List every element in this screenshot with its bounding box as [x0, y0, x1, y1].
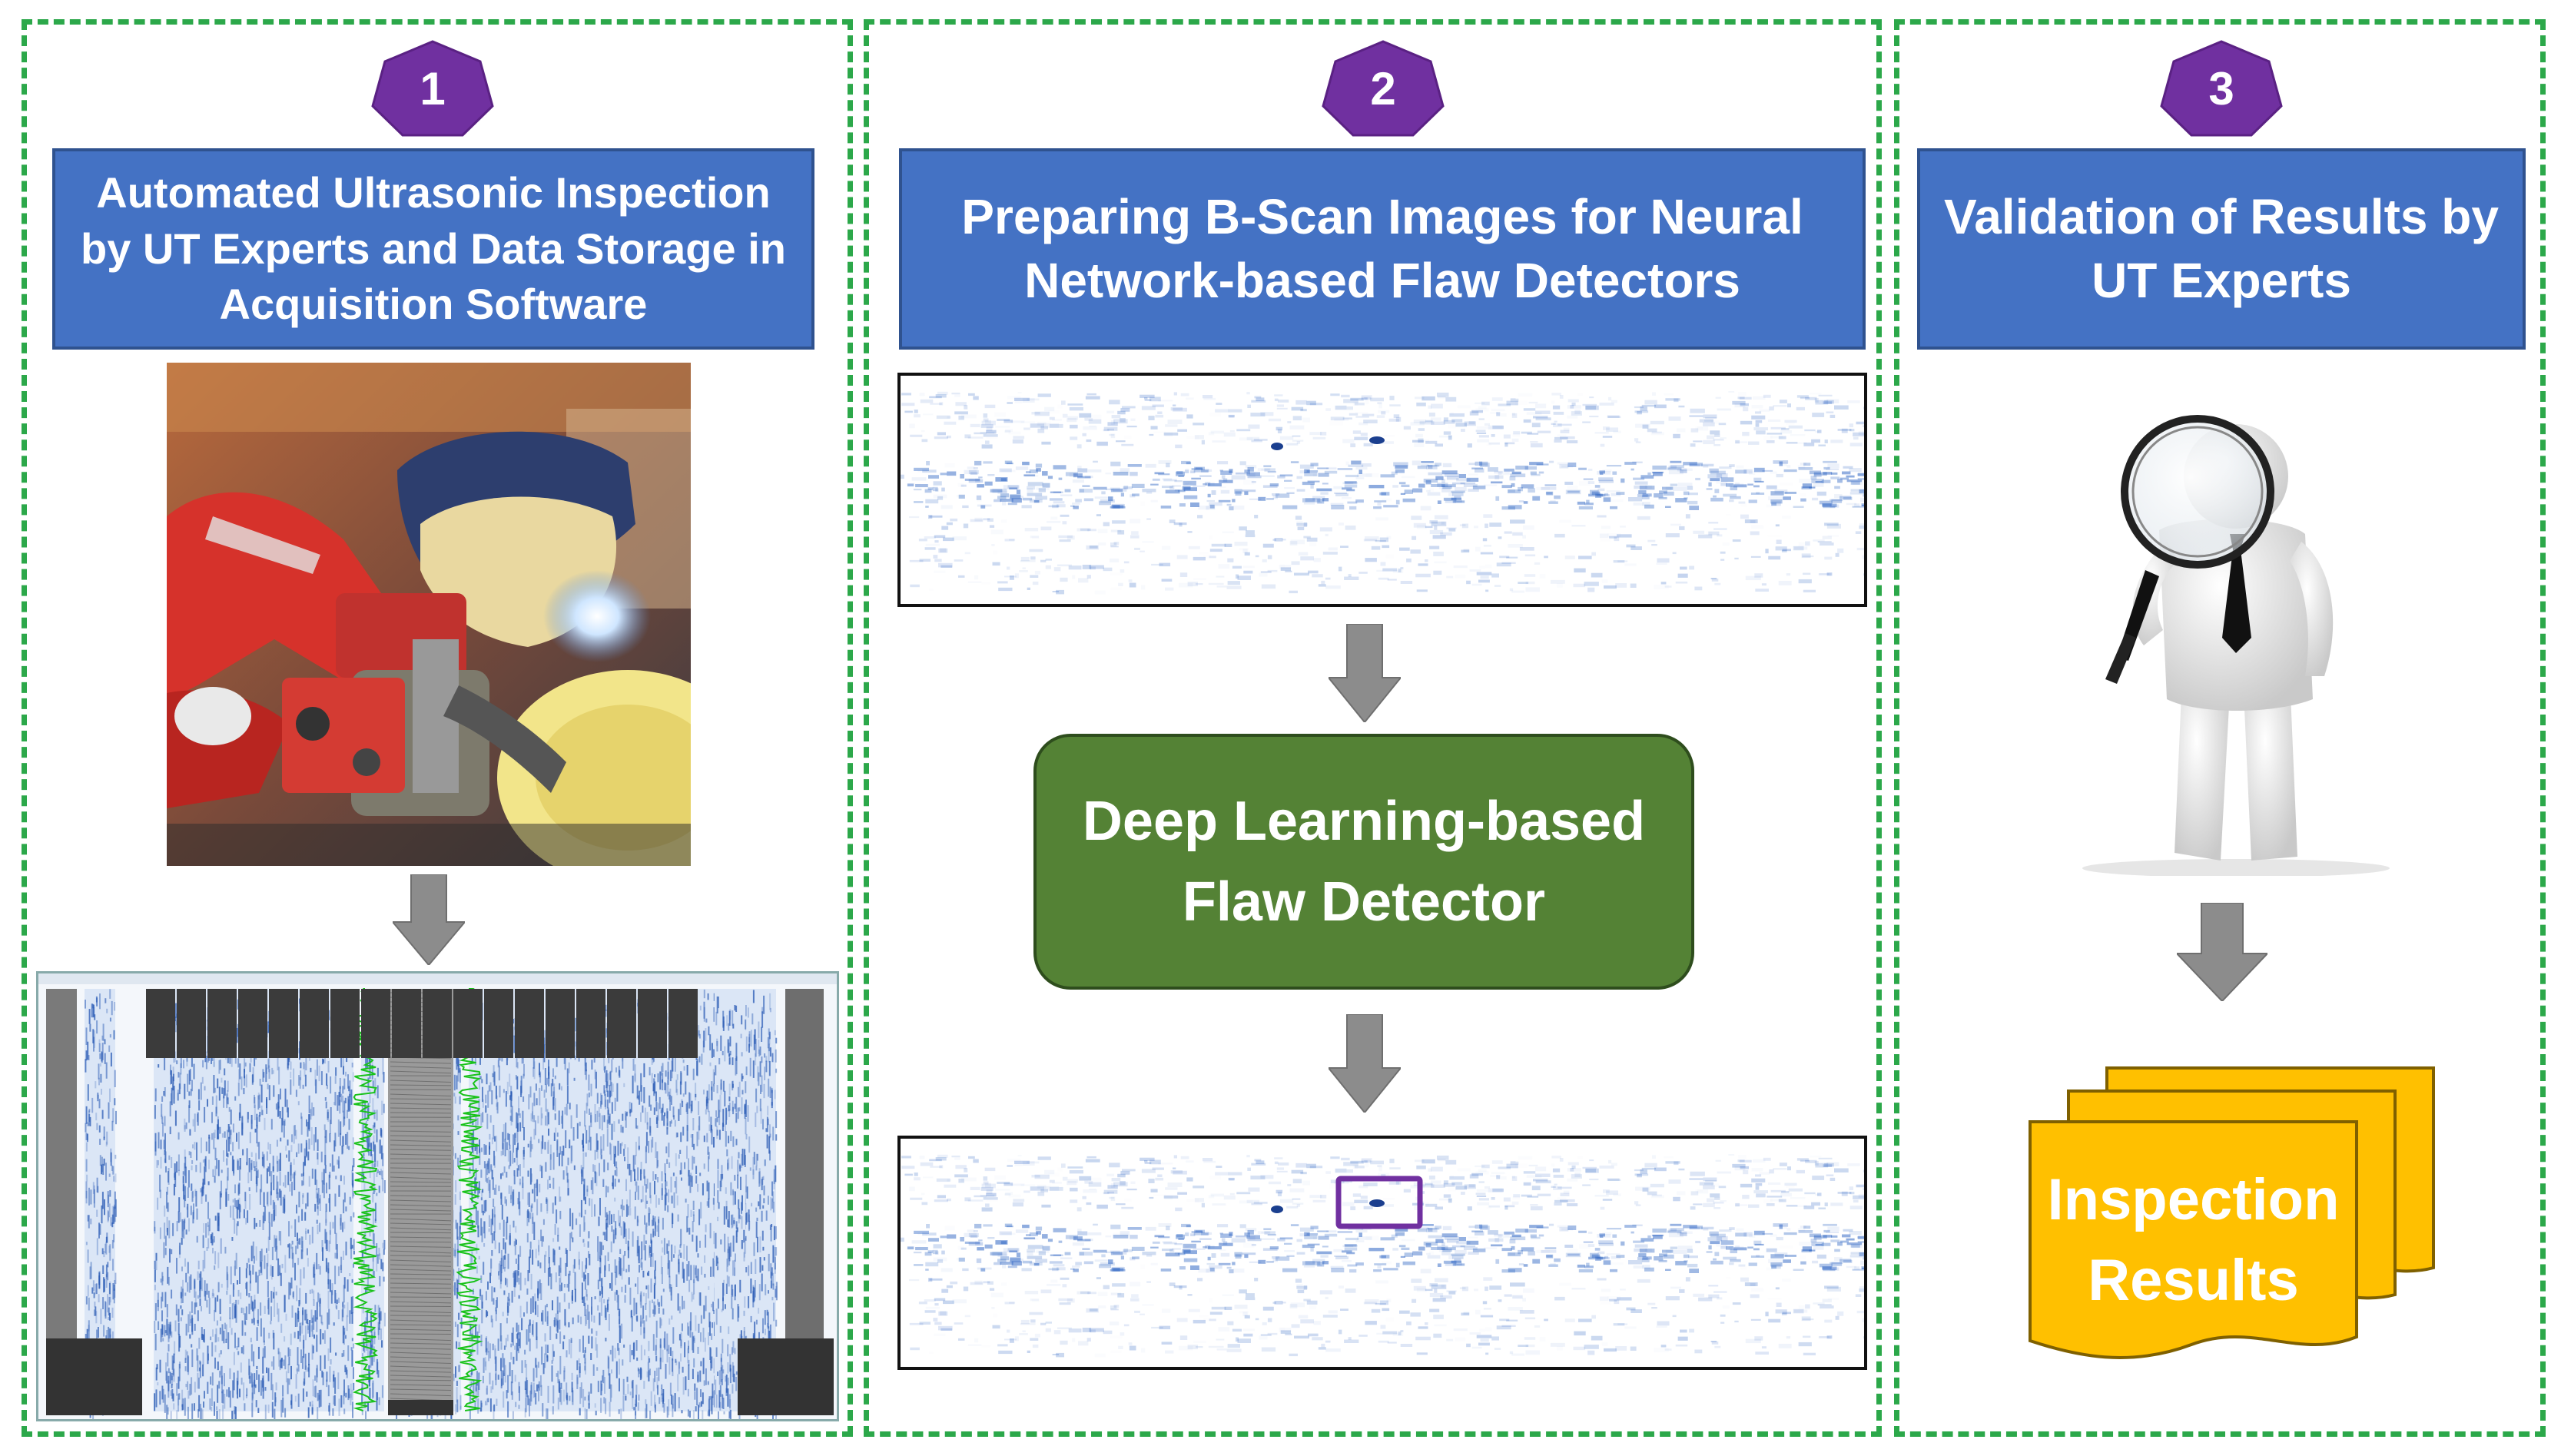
document-stack-icon	[2029, 1066, 2435, 1359]
step-3-number: 3	[2208, 62, 2234, 114]
bscan-image-with-detection	[897, 1136, 1867, 1370]
arrow-down-4	[2177, 903, 2267, 1001]
bscan-image	[897, 373, 1867, 607]
step-3-title-line-2: UT Experts	[2092, 253, 2351, 308]
step-3-title: Validation of Results by UT Experts	[1917, 148, 2526, 350]
panel-step-1	[22, 19, 853, 1437]
heptagon-icon	[2160, 40, 2283, 137]
flaw-detection-box	[1335, 1176, 1423, 1229]
step-1-title-line-2: by UT Experts and Data Storage in	[81, 224, 786, 273]
results-line-1: Inspection	[2047, 1167, 2340, 1232]
magnifier-person-figure	[2082, 415, 2390, 876]
step-3-title-line-1: Validation of Results by	[1944, 188, 2499, 244]
step-1-badge: 1	[367, 38, 498, 138]
arrow-down-2	[1329, 624, 1401, 722]
step-2-title-line-1: Preparing B-Scan Images for Neural	[961, 188, 1803, 244]
heptagon-icon	[1322, 40, 1445, 137]
welder-photo	[167, 363, 691, 866]
step-1-title-line-1: Automated Ultrasonic Inspection	[96, 167, 771, 217]
panel-step-2	[864, 19, 1882, 1437]
acquisition-software-screenshot	[36, 971, 839, 1421]
step-1-title-line-3: Acquisition Software	[219, 280, 648, 329]
step-1-number: 1	[420, 62, 446, 114]
arrow-down-1	[393, 874, 465, 965]
panel-step-3	[1894, 19, 2546, 1437]
arrow-down-3	[1329, 1014, 1401, 1113]
results-line-2: Results	[2088, 1247, 2299, 1313]
step-3-badge: 3	[2156, 38, 2287, 138]
step-2-number: 2	[1370, 62, 1396, 114]
detector-line-1: Deep Learning-based	[1082, 791, 1646, 853]
step-2-badge: 2	[1318, 38, 1448, 138]
detector-line-2: Flaw Detector	[1182, 871, 1546, 933]
step-1-title: Automated Ultrasonic Inspection by UT Ex…	[52, 148, 814, 350]
deep-learning-flaw-detector: Deep Learning-based Flaw Detector	[1033, 734, 1694, 990]
heptagon-icon	[371, 40, 494, 137]
step-2-title: Preparing B-Scan Images for Neural Netwo…	[899, 148, 1866, 350]
inspection-results-label: Inspection Results	[2030, 1160, 2357, 1322]
step-2-title-line-2: Network-based Flaw Detectors	[1024, 253, 1740, 308]
